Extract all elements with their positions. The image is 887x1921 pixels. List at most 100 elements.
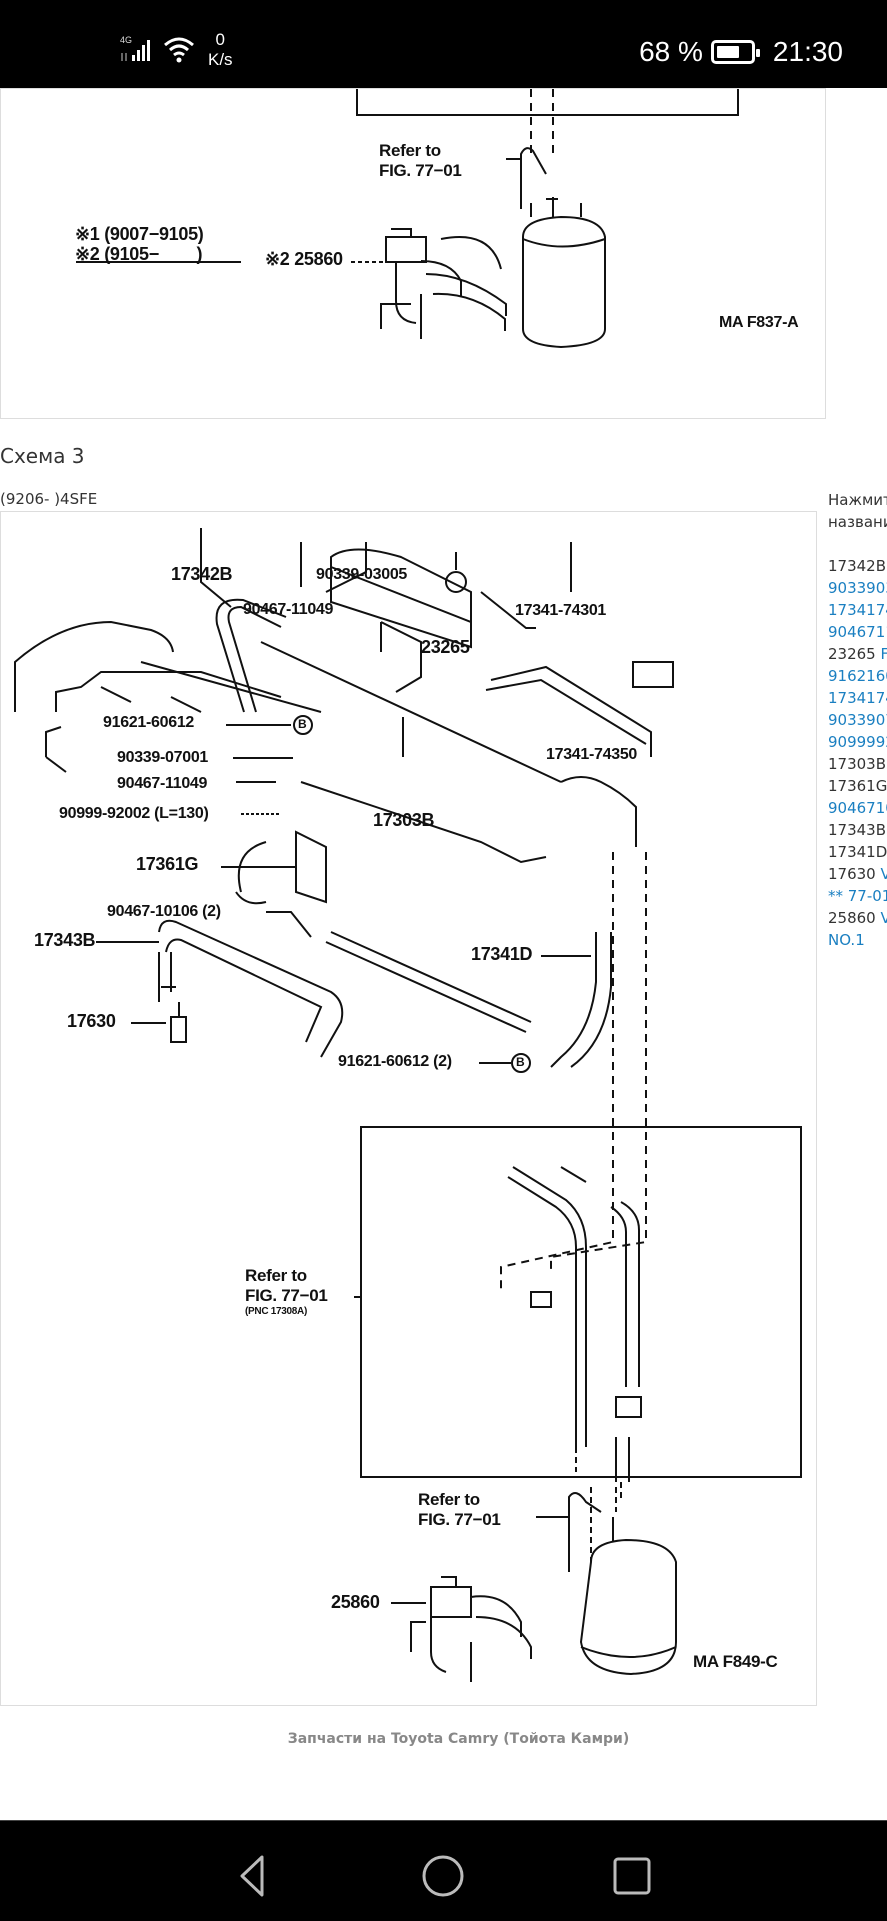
section-subtitle: (9206- )4SFE bbox=[0, 490, 97, 508]
part-label-23265[interactable]: 23265 bbox=[421, 637, 470, 658]
parts-list-hint: Нажмите название bbox=[828, 489, 887, 533]
part-link[interactable]: 17341743 bbox=[828, 689, 887, 707]
diagram-main-drawing bbox=[1, 512, 817, 1706]
part-link[interactable]: FI bbox=[881, 645, 887, 663]
hose-bent bbox=[521, 148, 546, 209]
pnc-ref: (PNC 17308A) bbox=[245, 1306, 307, 1317]
part-label-17342B[interactable]: 17342B bbox=[171, 564, 232, 585]
battery-fill bbox=[717, 46, 739, 58]
part-link[interactable]: ** 77-01 bbox=[828, 887, 887, 905]
part-label-17361G[interactable]: 17361G bbox=[136, 854, 198, 875]
diagram-panel-top[interactable]: Refer to FIG. 77−01 ※1 (9007−9105) ※2 (9… bbox=[0, 88, 826, 419]
part-label-17303B[interactable]: 17303B bbox=[373, 810, 434, 831]
part-code: 17303B bbox=[828, 755, 886, 773]
parts-list-item[interactable]: 17341743 bbox=[828, 599, 887, 621]
part-label-90467-11049-b[interactable]: 90467-11049 bbox=[117, 775, 207, 793]
part-label-91621-60612[interactable]: 91621-60612 bbox=[103, 714, 194, 732]
vsv-valve bbox=[381, 229, 506, 339]
hint-line-1: Нажмите bbox=[828, 489, 887, 511]
signal-icon bbox=[120, 35, 156, 65]
part-link[interactable]: 90467101 bbox=[828, 799, 887, 817]
marker-b-2: B bbox=[516, 1055, 524, 1069]
parts-list-item[interactable]: ** 77-01 bbox=[828, 885, 887, 907]
parts-list-item[interactable]: 90339030 bbox=[828, 577, 887, 599]
parts-list-item: 17342B bbox=[828, 555, 887, 577]
battery-percent: 68 % bbox=[639, 36, 703, 68]
status-bar: 4G 0 K/s 68 % 21:30 bbox=[0, 0, 887, 88]
part-code: 17630 bbox=[828, 865, 876, 883]
data-speed: 0 K/s bbox=[208, 30, 233, 70]
part-label-25860[interactable]: 25860 bbox=[331, 1592, 380, 1613]
data-speed-unit: K/s bbox=[208, 50, 233, 70]
diagram-panel-main[interactable]: 17342B 90339-03005 90467-11049 17341-743… bbox=[0, 511, 817, 1706]
parts-list: 17342B 90339030 17341743 90467110 23265 FI 91… bbox=[828, 555, 887, 951]
fig-ref-1[interactable]: FIG. 77−01 bbox=[245, 1286, 328, 1306]
parts-list-item: 17303B bbox=[828, 753, 887, 775]
refer-to-1: Refer to bbox=[245, 1266, 307, 1286]
part-link[interactable]: 90467110 bbox=[828, 623, 887, 641]
canister bbox=[523, 217, 605, 347]
part-link[interactable]: 90339070 bbox=[828, 711, 887, 729]
parts-list-item[interactable]: NO.1 bbox=[828, 929, 887, 951]
parts-list-item[interactable]: 90467110 bbox=[828, 621, 887, 643]
sensor-17630 bbox=[171, 1002, 186, 1042]
refer-to-2: Refer to bbox=[418, 1490, 480, 1510]
part-label-17341D[interactable]: 17341D bbox=[471, 944, 532, 965]
status-left: 4G 0 K/s bbox=[120, 30, 233, 70]
battery-icon bbox=[711, 40, 755, 64]
part-label-90467-11049[interactable]: 90467-11049 bbox=[243, 601, 333, 619]
page-caption: Запчасти на Toyota Camry (Тойота Камри) bbox=[0, 1731, 887, 1747]
part-link[interactable]: V bbox=[881, 865, 887, 883]
tube-right bbox=[611, 1202, 639, 1387]
part-label-91621-60612-2[interactable]: 91621-60612 (2) bbox=[338, 1053, 452, 1071]
hose-17341-74301 bbox=[486, 667, 651, 757]
part-link[interactable]: V bbox=[881, 909, 887, 927]
parts-list-item[interactable]: 91621606 bbox=[828, 665, 887, 687]
parts-list-item: 17341D bbox=[828, 841, 887, 863]
marker-b: B bbox=[298, 717, 306, 731]
note-1: ※1 (9007−9105) bbox=[75, 224, 203, 245]
part-label-17341-74350[interactable]: 17341-74350 bbox=[546, 746, 637, 764]
part-link[interactable]: 90999920 bbox=[828, 733, 887, 751]
parts-list-item[interactable]: 17341743 bbox=[828, 687, 887, 709]
note-2: ※2 (9105− ) bbox=[75, 244, 202, 265]
label-refer-to: Refer to bbox=[379, 141, 441, 161]
recents-button[interactable] bbox=[607, 1851, 657, 1901]
part-link[interactable]: 91621606 bbox=[828, 667, 887, 685]
bracket-17361G bbox=[296, 832, 326, 902]
part-code: 17343B bbox=[828, 821, 886, 839]
part-link[interactable]: 17341743 bbox=[828, 601, 887, 619]
parts-list-item[interactable]: 90467101 bbox=[828, 797, 887, 819]
part-label-90339-07001[interactable]: 90339-07001 bbox=[117, 749, 208, 767]
back-button[interactable] bbox=[228, 1851, 278, 1901]
status-right: 68 % 21:30 bbox=[639, 36, 843, 68]
part-label-90999-92002[interactable]: 90999-92002 (L=130) bbox=[59, 805, 209, 823]
part-label-17630[interactable]: 17630 bbox=[67, 1011, 116, 1032]
part-label-90467-10106[interactable]: 90467-10106 (2) bbox=[107, 903, 221, 921]
parts-list-item[interactable]: 90339070 bbox=[828, 709, 887, 731]
home-button[interactable] bbox=[418, 1851, 468, 1901]
parts-list-item: 17343B bbox=[828, 819, 887, 841]
part-code: 17342B bbox=[828, 557, 886, 575]
parts-list-item[interactable]: 25860 V bbox=[828, 907, 887, 929]
home-icon bbox=[424, 1857, 462, 1895]
diagram-code-main: MA F849-C bbox=[693, 1652, 778, 1672]
part-label-17343B[interactable]: 17343B bbox=[34, 930, 95, 951]
diagram-code: MA F837-A bbox=[719, 314, 798, 332]
parts-list-item[interactable]: 17630 V bbox=[828, 863, 887, 885]
part-label-17341-74301[interactable]: 17341-74301 bbox=[515, 602, 606, 620]
back-icon bbox=[242, 1857, 262, 1895]
part-link[interactable]: NO.1 bbox=[828, 931, 865, 949]
parts-list-item: 17361G bbox=[828, 775, 887, 797]
part-code: 17341D bbox=[828, 843, 887, 861]
data-speed-value: 0 bbox=[208, 30, 233, 50]
parts-list-item[interactable]: 23265 FI bbox=[828, 643, 887, 665]
label-25860[interactable]: ※2 25860 bbox=[265, 249, 343, 270]
parts-list-item[interactable]: 90999920 bbox=[828, 731, 887, 753]
fig-ref-2[interactable]: FIG. 77−01 bbox=[418, 1510, 501, 1530]
parts-list-panel: Нажмите название 17342B 90339030 17341743 9… bbox=[828, 489, 887, 951]
part-code: 23265 bbox=[828, 645, 876, 663]
charcoal-canister-lower bbox=[581, 1540, 676, 1674]
part-link[interactable]: 90339030 bbox=[828, 579, 887, 597]
part-label-90339-03005[interactable]: 90339-03005 bbox=[316, 566, 407, 584]
